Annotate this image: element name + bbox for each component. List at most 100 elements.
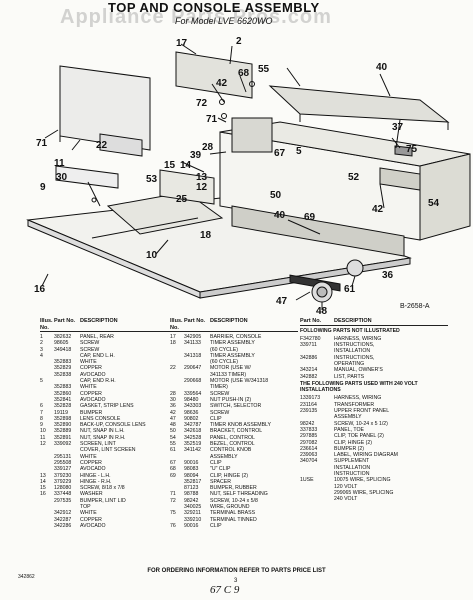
parts-row: ASSEMBLY: [300, 414, 448, 420]
part-number: 379229: [54, 478, 72, 485]
part-description: SPACER: [210, 478, 231, 485]
part-number: 342882: [300, 373, 318, 380]
part-number: 297082: [300, 439, 318, 446]
part-description: LIST, PARTS: [334, 373, 365, 380]
parts-row: 5 CAP, END R.H.: [40, 378, 170, 384]
part-description: OPERATING: [334, 360, 365, 367]
callout-5: 5: [296, 146, 302, 157]
part-description: 240 VOLT: [334, 496, 358, 503]
rear-panel: [59, 65, 151, 151]
parts-row: COVER, LINT SCREEN: [40, 447, 170, 453]
callout-13: 13: [196, 172, 208, 183]
part-description: BUMPER, RUBBER: [210, 485, 257, 492]
part-description: WHITE: [80, 359, 97, 366]
part-number: 295131: [54, 453, 72, 460]
part-description: ASSEMBLY: [334, 414, 362, 421]
illus-number: 5: [40, 378, 43, 385]
part-number: 87123: [184, 485, 199, 492]
part-description: HINGE - R.H.: [80, 478, 112, 485]
part-number: 1USE: [300, 477, 314, 484]
lint-lid: [106, 191, 224, 235]
illus-number: 9: [40, 422, 43, 429]
callout-22: 22: [96, 140, 108, 151]
illus-number: 10: [40, 428, 46, 435]
part-description: AVOCADO: [80, 522, 106, 529]
part-number: 343303: [184, 403, 202, 410]
part-description: INSTRUCTIONS,: [334, 342, 375, 349]
callout-10: 10: [146, 250, 158, 261]
callout-14: 14: [180, 160, 192, 171]
parts-row: TOP: [40, 504, 170, 510]
callout-36: 36: [382, 270, 394, 281]
part-number: 341142: [184, 447, 201, 454]
part-description: BARRIER, CONSOLE: [210, 334, 262, 340]
part-description: AVOCADO: [80, 371, 106, 378]
part-number: 352898: [54, 415, 72, 422]
part-number: 236614: [300, 445, 318, 452]
part-number: 98605: [54, 340, 69, 347]
part-number: 339092: [54, 441, 72, 448]
part-number: 352817: [184, 478, 202, 485]
part-description: NUT, SELF THREADING: [210, 491, 268, 498]
part-description: COPPER: [80, 516, 102, 523]
illus-number: 50: [170, 428, 176, 435]
part-description: TERMINAL TINNED: [210, 516, 257, 523]
parts-row: (60 CYCLE): [170, 359, 298, 365]
document-code: 342862: [18, 574, 35, 580]
part-description: WIRE, GROUND: [210, 504, 250, 511]
part-description: CAP, END R.H.: [80, 378, 116, 385]
part-number: 352519: [184, 441, 202, 448]
callout-16: 16: [34, 284, 46, 295]
part-number: 342886: [300, 354, 318, 361]
part-number: 90802: [184, 415, 199, 422]
part-description: INSTALLATION: [334, 348, 371, 355]
part-description: 120 VOLT: [334, 483, 358, 490]
part-number: 352883: [54, 359, 72, 366]
part-description: BUMPER, LINT LID: [80, 497, 126, 504]
part-description: SUPPLEMENT: [334, 458, 370, 465]
part-description: NUT PUSH-IN (2): [210, 396, 252, 403]
part-description: BACK-UP, CONSOLE LENS: [80, 422, 146, 429]
parts-row: INSTRUCTION: [300, 471, 448, 477]
part-number: 342287: [54, 516, 72, 523]
diagram-ref-code: B-2658-A: [400, 303, 430, 310]
callout-18: 18: [200, 230, 212, 241]
illus-number: 12: [40, 441, 46, 448]
part-description: MANUAL, OWNER'S: [334, 367, 383, 374]
header-desc: DESCRIPTION: [334, 318, 372, 324]
part-number: 337833: [300, 426, 318, 433]
part-number: 98242: [300, 420, 315, 427]
callout-28: 28: [202, 142, 214, 153]
parts-row: 352883 WHITE: [40, 359, 170, 365]
part-number: 349418: [54, 346, 72, 353]
part-description: CLIP: [210, 459, 222, 466]
part-description: HINGE - L.H.: [80, 472, 111, 479]
parts-row: INSTALLATION: [300, 348, 448, 354]
part-description: CAP, END L.H.: [80, 352, 115, 359]
part-number: 342787: [184, 422, 202, 429]
part-description: ASSEMBLY: [210, 453, 238, 460]
